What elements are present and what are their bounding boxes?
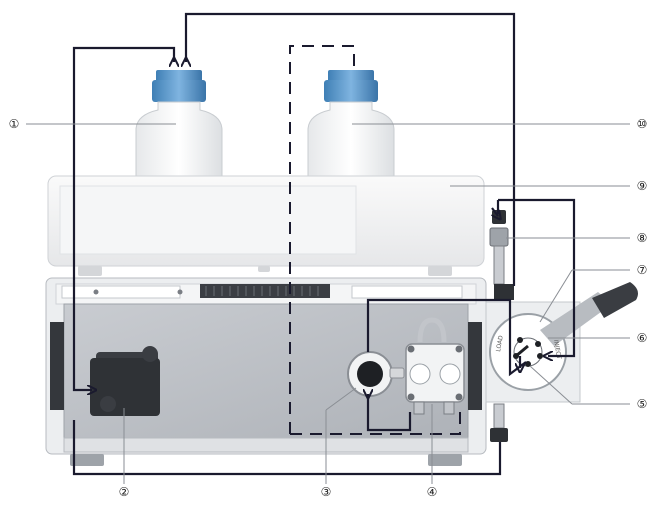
callout-2: ② xyxy=(119,485,130,499)
solvent-flow-line xyxy=(72,12,576,476)
callout-1: ① xyxy=(9,117,20,131)
pump-heads xyxy=(405,317,465,415)
callout-4: ④ xyxy=(427,485,438,499)
load-label: LOAD xyxy=(495,335,505,353)
callout-9: ⑨ xyxy=(637,179,648,193)
solvent-bottle-left xyxy=(135,70,223,181)
solvent-bottle-right xyxy=(307,70,395,181)
leader-lines xyxy=(26,123,630,484)
callout-10: ⑩ xyxy=(637,117,648,131)
pressure-sensor xyxy=(347,351,405,397)
callout-7: ⑦ xyxy=(637,263,648,277)
rinse-flow-line xyxy=(289,45,461,435)
pump-motor xyxy=(90,346,160,416)
callout-3: ③ xyxy=(321,485,332,499)
solvent-tray xyxy=(47,175,485,276)
inject-label: INJECT xyxy=(552,339,562,360)
inline-filter xyxy=(489,210,514,442)
callout-8: ⑧ xyxy=(637,231,648,245)
callout-6: ⑥ xyxy=(637,331,648,345)
callout-5: ⑤ xyxy=(637,397,648,411)
